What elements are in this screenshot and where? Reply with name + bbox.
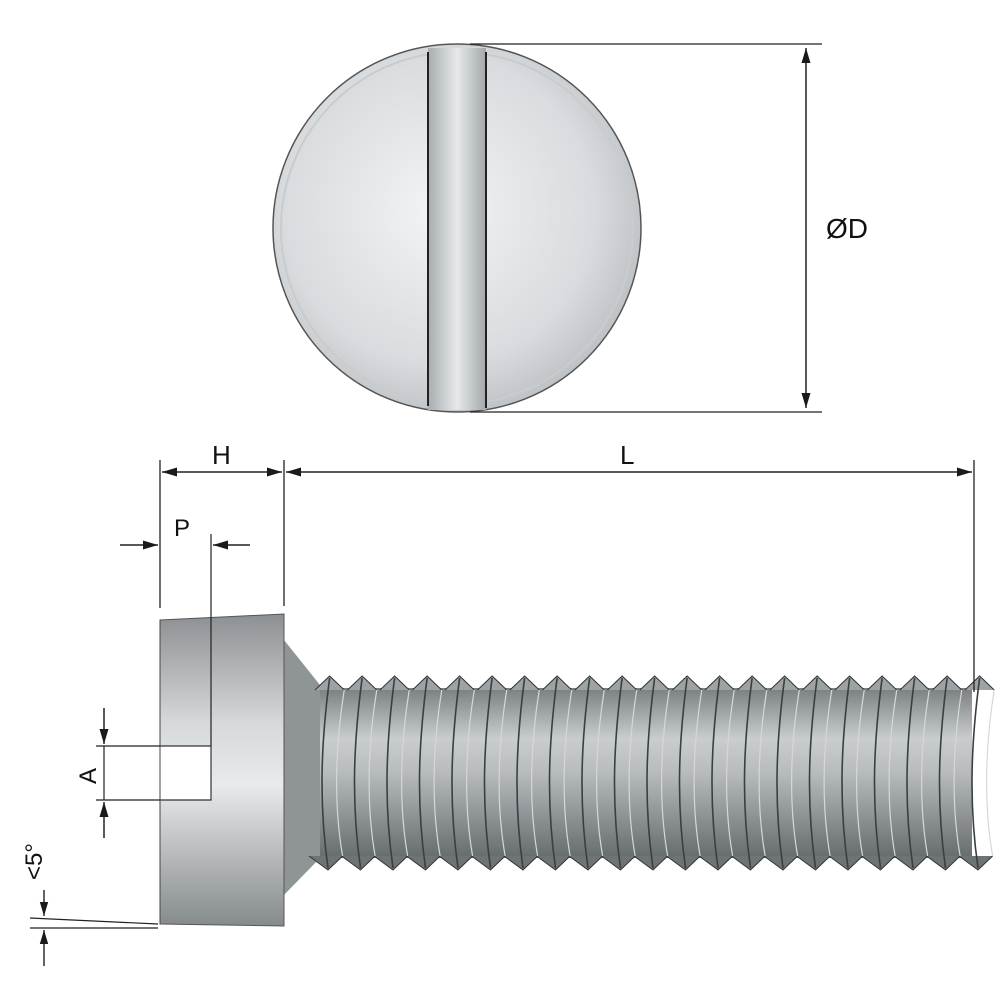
head-height-dimension: H [159, 440, 285, 608]
thread-crest-bottom [536, 855, 571, 871]
thread-helix [451, 677, 461, 869]
thread-crest-bottom [731, 855, 766, 871]
thread-highlight [368, 689, 378, 857]
thread-crest-bottom [373, 855, 408, 871]
thread-highlight [401, 689, 410, 857]
angle-label: <5° [21, 843, 48, 880]
thread-highlight [596, 689, 605, 857]
thread-helix [776, 677, 786, 869]
head-height-label: H [212, 440, 231, 470]
thread-highlight [661, 689, 670, 857]
thread-crest-bottom [406, 855, 441, 871]
thread-crest-bottom [698, 855, 733, 871]
diameter-label: ØD [826, 213, 868, 244]
thread-helix [321, 677, 331, 869]
thread-highlight [823, 689, 833, 857]
thread-highlight [986, 689, 995, 857]
thread-highlight [433, 689, 443, 857]
thread-crest-bottom [666, 855, 701, 871]
thread-crest-bottom [633, 855, 668, 871]
thread-highlight [531, 689, 540, 857]
length-dimension: L [286, 440, 975, 692]
thread-helix [841, 677, 851, 869]
thread-highlight [856, 689, 865, 857]
thread-helix [971, 677, 981, 869]
thread-helix [678, 677, 688, 869]
thread-crest-bottom [926, 855, 961, 871]
thread-crest-bottom [861, 855, 896, 871]
thread-helix [353, 677, 363, 869]
thread-helix [711, 677, 721, 869]
slot-width-dimension: A [75, 708, 160, 838]
thread-helix [873, 677, 883, 869]
thread-crest-bottom [601, 855, 636, 871]
thread-highlight [628, 689, 638, 857]
thread-highlight [953, 689, 963, 857]
thread-crest-bottom [763, 855, 798, 871]
shank [300, 688, 972, 858]
thread-helix [516, 677, 526, 869]
slot-depth-dimension: P [120, 515, 250, 746]
thread-highlight [726, 689, 735, 857]
thread-helix [743, 677, 753, 869]
thread-crest-bottom [893, 855, 928, 871]
thread-helix [581, 677, 591, 869]
thread-crest-bottom [471, 855, 506, 871]
length-label: L [620, 440, 634, 470]
thread-crest-bottom [341, 855, 376, 871]
thread-highlight [693, 689, 703, 857]
thread-highlight [758, 689, 768, 857]
thread-crest-bottom [828, 855, 863, 871]
thread-highlight [888, 689, 898, 857]
slot-top [428, 48, 486, 410]
diameter-dimension: ØD [470, 43, 868, 413]
thread-crest-bottom [438, 855, 473, 871]
thread-crest-bottom [796, 855, 831, 871]
slot-width-label: A [75, 768, 102, 784]
thread-helix [906, 677, 916, 869]
slot-depth-label: P [174, 515, 190, 542]
thread-helix [548, 677, 558, 869]
thread-highlight [466, 689, 475, 857]
thread-crest-bottom [958, 855, 993, 871]
thread-helix [483, 677, 493, 869]
thread-highlight [791, 689, 800, 857]
thread-highlight [336, 689, 345, 857]
threads [308, 675, 995, 871]
thread-helix [613, 677, 623, 869]
screw-side-view [159, 613, 995, 927]
thread-helix [646, 677, 656, 869]
thread-helix [808, 677, 818, 869]
thread-highlight [563, 689, 573, 857]
slot-side [160, 746, 211, 800]
thread-highlight [498, 689, 508, 857]
thread-highlight [921, 689, 930, 857]
thread-helix [418, 677, 428, 869]
angle-dimension: <5° [21, 843, 159, 966]
neck [284, 640, 320, 895]
thread-helix [386, 677, 396, 869]
thread-helix [938, 677, 948, 869]
head-top-view [272, 43, 642, 413]
thread-crest-bottom [308, 855, 343, 871]
thread-crest-bottom [503, 855, 538, 871]
thread-crest-bottom [568, 855, 603, 871]
